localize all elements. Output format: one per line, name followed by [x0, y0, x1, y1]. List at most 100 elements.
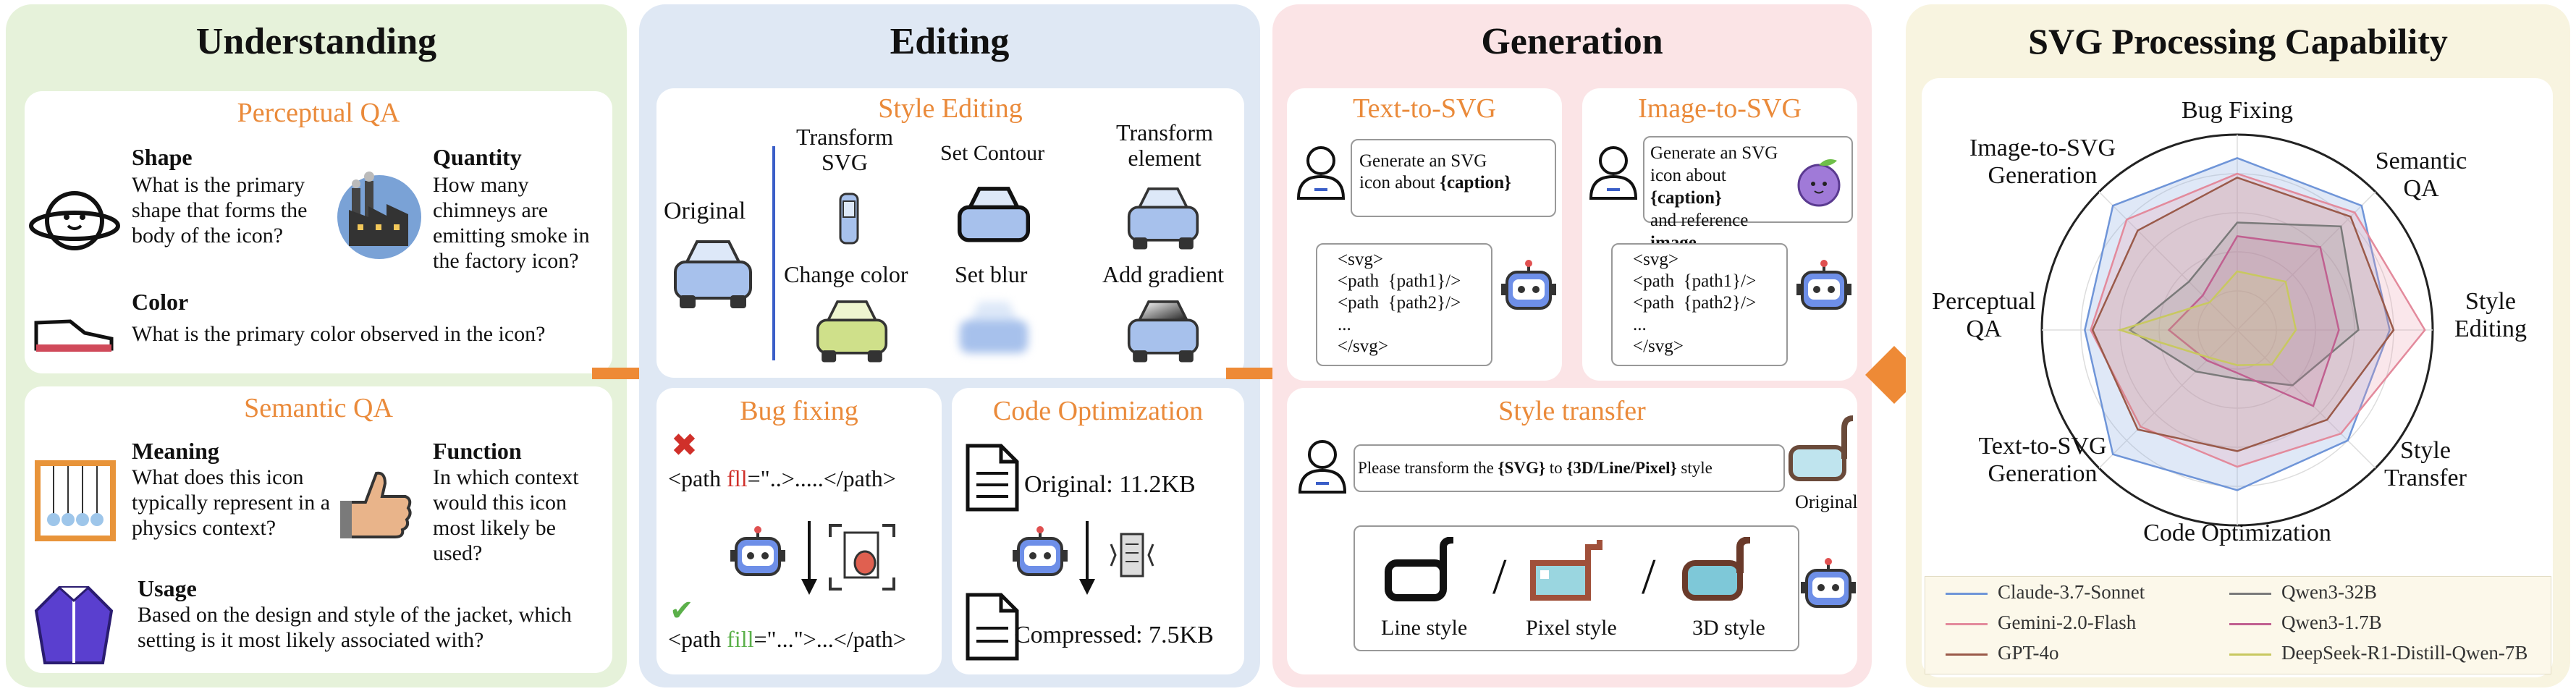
svg-capability-title: SVG Processing Capability [2028, 21, 2448, 62]
document-icon [966, 593, 1019, 661]
legend: Claude-3.7-Sonnet Gemini-2.0-Flash GPT-4… [1925, 576, 2551, 674]
legend-label-qwen17b: Qwen3-1.7B [2281, 612, 2382, 633]
axis-label-semantic-qa: Semantic QA [2375, 148, 2467, 202]
compressed-size: Compressed: 7.5KB [1014, 622, 1214, 648]
usage-question: Based on the design and style of the jac… [138, 603, 572, 652]
generation-title: Generation [1481, 21, 1663, 62]
radar-card: Bug Fixing Semantic QA Style Editing Sty… [1922, 78, 2553, 677]
car-original-icon [674, 240, 752, 308]
goggles-line-icon [1385, 537, 1454, 601]
slash-divider: / [1492, 549, 1507, 605]
svg-code-bubble: <svg><path {path1}/><path {path2}/>...</… [1611, 243, 1788, 366]
factory-icon [337, 172, 421, 259]
change-color-label: Change color [784, 261, 908, 287]
style-editing-title: Style Editing [878, 93, 1023, 124]
radar-series-5 [2116, 270, 2297, 366]
transfer-prompt-bubble: Please transform the {SVG} to {3D/Line/P… [1354, 444, 1785, 492]
car-gradient-icon [1127, 300, 1199, 363]
thumbs-up-icon [340, 471, 412, 538]
transfer-prompt: Please transform the {SVG} to {3D/Line/P… [1358, 459, 1713, 477]
newtons-cradle-icon [35, 460, 116, 541]
meaning-question: What does this icon typically represent … [132, 465, 331, 540]
radar-spoke [2237, 191, 2376, 331]
arrow-down-icon [1079, 521, 1095, 595]
plum-icon [1797, 159, 1841, 207]
bug-document-icon [829, 524, 895, 591]
image-to-svg-title: Image-to-SVG [1638, 93, 1802, 124]
robot-icon [1796, 260, 1851, 310]
meaning-label: Meaning [132, 438, 219, 464]
set-blur-label: Set blur [955, 261, 1028, 287]
shape-label: Shape [132, 144, 193, 170]
robot-icon [1501, 260, 1556, 310]
3d-style-label: 3D style [1692, 616, 1765, 640]
shoe-icon [34, 319, 114, 352]
goggles-3d-icon [1682, 537, 1751, 601]
bug-fixing-title: Bug fixing [740, 396, 858, 426]
fixed-code: <path fill="...">...</path> [668, 626, 906, 652]
original-label: Original [664, 198, 746, 224]
understanding-panel: Understanding Perceptual QA Shape What i… [6, 4, 627, 687]
legend-label-qwen32b: Qwen3-32B [2281, 581, 2377, 603]
legend-label-deepseek: DeepSeek-R1-Distill-Qwen-7B [2281, 642, 2528, 664]
radar-spoke [2098, 191, 2238, 331]
radar-spoke [2237, 329, 2376, 469]
set-contour-label: Set Contour [940, 141, 1045, 165]
quantity-question: How many chimneys are emitting smoke in … [433, 173, 590, 273]
quantity-label: Quantity [433, 144, 522, 170]
legend-swatch-gemini [1946, 623, 1988, 625]
style-editing-card: Style Editing Original Transform SVG Set… [656, 88, 1244, 378]
bug-fixing-card: Bug fixing ✖ <path fll="..>.....</path> … [656, 388, 942, 674]
radar-series-0 [2084, 157, 2391, 491]
car-color-icon [816, 300, 888, 363]
original-size: Original: 11.2KB [1024, 471, 1196, 498]
svg-code: <svg><path {path1}/><path {path2}/>...</… [1338, 250, 1461, 356]
legend-swatch-gpt4o [1946, 653, 1988, 656]
svg-capability-panel: SVG Processing Capability Bug Fixing Sem… [1906, 4, 2570, 687]
axis-label-style-transfer: Style Transfer [2384, 437, 2467, 491]
wrong-code: <path fll="..>.....</path> [668, 465, 896, 491]
check-icon: ✔ [670, 594, 694, 627]
editing-title: Editing [890, 21, 1010, 62]
legend-swatch-qwen17b [2229, 623, 2271, 625]
perceptual-qa-title: Perceptual QA [237, 98, 400, 128]
car-element-icon [1127, 187, 1199, 250]
car-transformed-icon [839, 192, 859, 245]
car-blur-icon [959, 301, 1029, 353]
understanding-title: Understanding [195, 21, 437, 62]
code-optimization-card: Code Optimization Original: 11.2KB Co [952, 388, 1244, 674]
robot-icon [730, 526, 785, 576]
color-question: What is the primary color observed in th… [132, 322, 546, 346]
legend-swatch-claude [1946, 593, 1988, 595]
car-contour-icon [958, 187, 1030, 242]
semantic-qa-title: Semantic QA [244, 393, 393, 423]
style-transfer-title: Style transfer [1498, 396, 1646, 426]
slash-divider: / [1642, 549, 1656, 605]
function-question: In which context would this icon most li… [433, 465, 579, 565]
color-label: Color [132, 289, 189, 315]
editing-panel: Editing Style Editing Original Transform… [639, 4, 1260, 687]
radar-series-4 [2167, 235, 2340, 407]
compress-icon [1110, 533, 1154, 577]
pixel-style-label: Pixel style [1526, 616, 1617, 640]
user-icon [1296, 146, 1346, 200]
axis-label-perceptual-qa: Perceptual QA [1932, 288, 2036, 342]
legend-swatch-deepseek [2229, 653, 2271, 656]
radar-chart [2040, 133, 2434, 527]
divider [772, 146, 775, 360]
user-icon [1298, 440, 1347, 494]
goggles-pixel-icon [1530, 540, 1602, 601]
axis-label-image-to-svg: Image-to-SVG Generation [1969, 135, 2116, 189]
line-style-label: Line style [1381, 616, 1468, 640]
svg-code: <svg><path {path1}/><path {path2}/>...</… [1633, 250, 1757, 356]
svg-code-bubble: <svg><path {path1}/><path {path2}/>...</… [1316, 243, 1492, 366]
transform-element-label: Transform element [1116, 119, 1213, 171]
jacket-icon [34, 586, 114, 664]
user-icon [1589, 146, 1638, 200]
goggles-original-icon [1789, 415, 1854, 481]
